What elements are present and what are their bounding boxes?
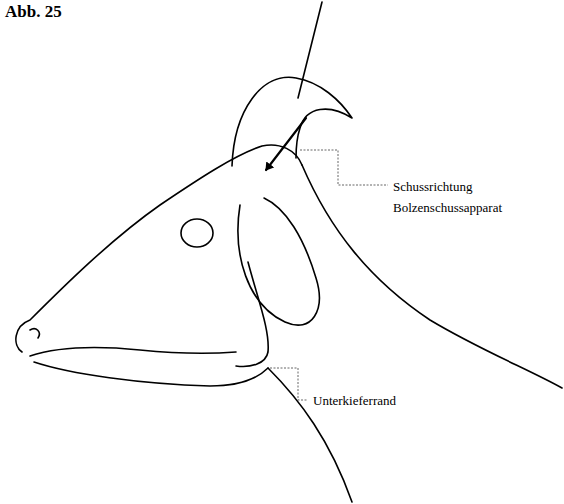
neck-front (268, 368, 352, 502)
eye (181, 219, 213, 247)
part-label: Unterkieferrand (312, 390, 464, 411)
mouth (30, 348, 236, 356)
figure-title: Abb. 25 (4, 2, 63, 22)
leader-line (270, 368, 308, 400)
cheek (236, 262, 268, 366)
nostril (30, 329, 39, 338)
shot-arrow (266, 118, 306, 170)
ear (238, 198, 319, 325)
neck-back (302, 165, 562, 388)
horn-line (298, 2, 322, 98)
lower-jaw (34, 362, 268, 386)
horn (232, 77, 352, 166)
head-outline (16, 145, 302, 352)
part-label: Schussrichtung Bolzenschussapparat (392, 176, 544, 218)
leader-line (300, 150, 388, 185)
